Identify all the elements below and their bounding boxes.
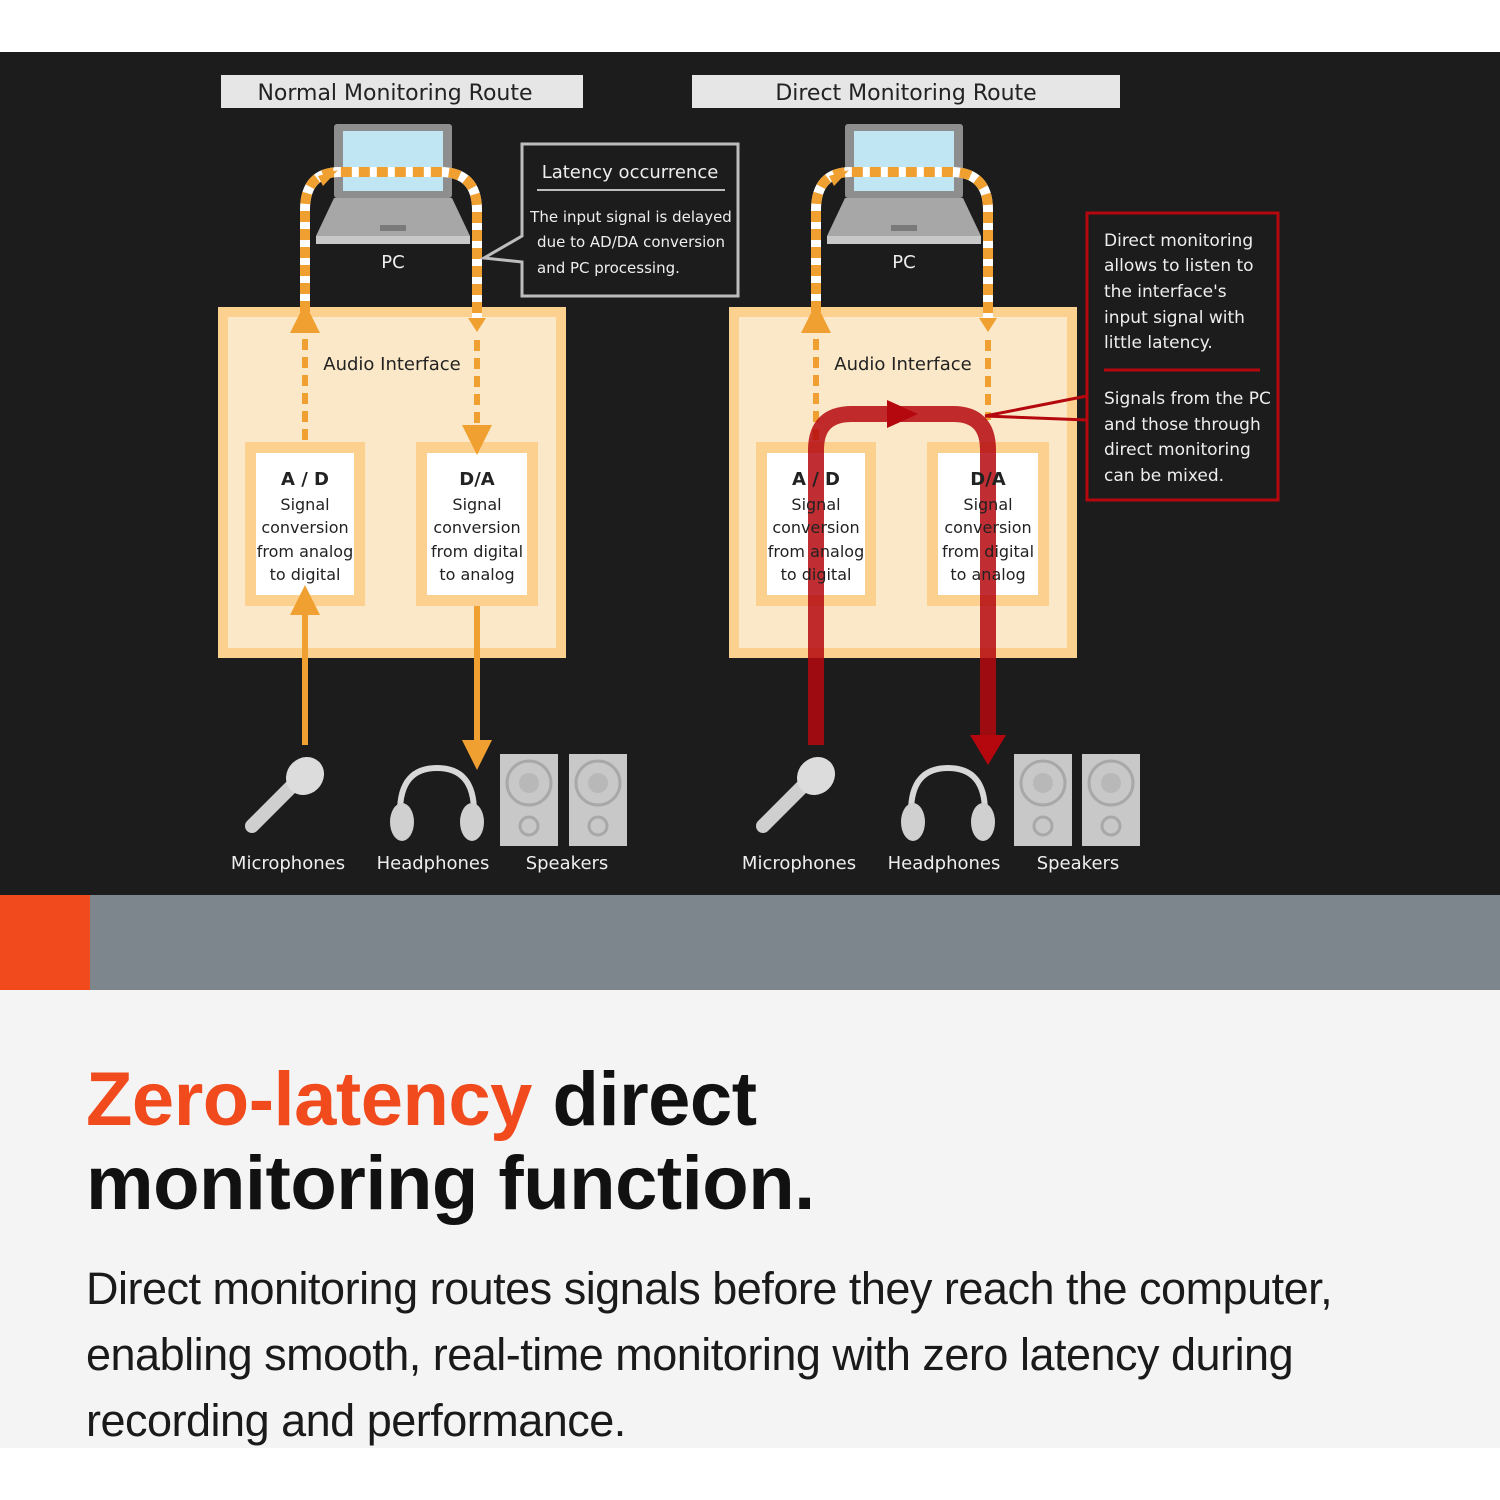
laptop-icon xyxy=(827,124,981,244)
headphones-label: Headphones xyxy=(888,853,1001,874)
latency-callout: Latency occurrence The input signal is d… xyxy=(479,142,740,298)
direct-pc-signal-path xyxy=(801,167,997,440)
normal-signal-path xyxy=(290,167,492,770)
da-line: to analog xyxy=(950,565,1025,584)
latency-line: due to AD/DA conversion xyxy=(537,233,725,251)
body-text: Direct monitoring routes signals before … xyxy=(86,1263,1333,1446)
pc-label: PC xyxy=(381,252,404,273)
ad-line: conversion xyxy=(772,518,859,537)
normal-route: Normal Monitoring Route PC Audio Interfa… xyxy=(218,75,627,874)
ad-line: to digital xyxy=(270,565,341,584)
latency-line: The input signal is delayed xyxy=(529,208,732,226)
callout-line: Signals from the PC xyxy=(1104,389,1271,409)
headphones-icon xyxy=(390,764,484,841)
latency-line: and PC processing. xyxy=(537,259,680,277)
microphones-label: Microphones xyxy=(231,853,345,874)
callout-line: input signal with xyxy=(1104,308,1245,328)
ad-line: from analog xyxy=(768,542,864,561)
speakers-label: Speakers xyxy=(1037,853,1120,874)
orange-accent-block xyxy=(0,895,90,990)
pc-label: PC xyxy=(892,252,915,273)
ad-box xyxy=(256,453,354,595)
speakers-label: Speakers xyxy=(526,853,609,874)
ad-title: A / D xyxy=(281,469,329,490)
direct-route-title-bar xyxy=(692,75,1120,108)
da-title: D/A xyxy=(970,469,1006,490)
monitoring-route-diagram: Normal Monitoring Route PC Audio Interfa… xyxy=(218,75,1280,874)
headline-part: direct xyxy=(531,1057,757,1142)
audio-interface-label: Audio Interface xyxy=(834,354,971,375)
headphones-icon xyxy=(901,764,995,841)
callout-line: allows to listen to xyxy=(1104,256,1254,276)
ad-title: A / D xyxy=(792,469,840,490)
da-line: to analog xyxy=(439,565,514,584)
direct-monitoring-path xyxy=(808,400,1006,765)
speakers-icon xyxy=(500,754,627,846)
callout-line: the interface's xyxy=(1104,282,1227,302)
direct-monitoring-callout: Direct monitoring allows to listen to th… xyxy=(984,211,1280,502)
da-line: conversion xyxy=(433,518,520,537)
ad-line: from analog xyxy=(257,542,353,561)
callout-line: Direct monitoring xyxy=(1104,231,1253,251)
ad-line: Signal xyxy=(791,495,840,514)
text-section xyxy=(0,990,1500,1448)
callout-line: little latency. xyxy=(1104,333,1213,353)
direct-route-title: Direct Monitoring Route xyxy=(775,81,1036,106)
microphones-label: Microphones xyxy=(742,853,856,874)
headline-accent: Zero-latency xyxy=(86,1057,532,1142)
da-title: D/A xyxy=(459,469,495,490)
laptop-icon xyxy=(316,124,470,244)
microphone-icon xyxy=(245,756,325,833)
ad-line: conversion xyxy=(261,518,348,537)
ad-line: to digital xyxy=(781,565,852,584)
direct-route: Direct Monitoring Route PC Audio Interfa… xyxy=(692,75,1140,874)
da-line: Signal xyxy=(963,495,1012,514)
speakers-icon xyxy=(1014,754,1140,846)
callout-line: direct monitoring xyxy=(1104,440,1251,460)
callout-line: and those through xyxy=(1104,415,1261,435)
normal-route-title-bar xyxy=(221,75,583,108)
da-line: Signal xyxy=(452,495,501,514)
headline-part: monitoring function. xyxy=(86,1141,815,1226)
ad-line: Signal xyxy=(280,495,329,514)
da-box xyxy=(427,453,527,595)
da-line: from digital xyxy=(942,542,1034,561)
da-line: from digital xyxy=(431,542,523,561)
normal-route-title: Normal Monitoring Route xyxy=(257,81,532,106)
microphone-icon xyxy=(756,756,836,833)
latency-title: Latency occurrence xyxy=(542,162,719,183)
audio-interface-label: Audio Interface xyxy=(323,354,460,375)
headphones-label: Headphones xyxy=(377,853,490,874)
da-line: conversion xyxy=(944,518,1031,537)
gray-divider-band xyxy=(0,895,1500,990)
callout-line: can be mixed. xyxy=(1104,466,1224,486)
